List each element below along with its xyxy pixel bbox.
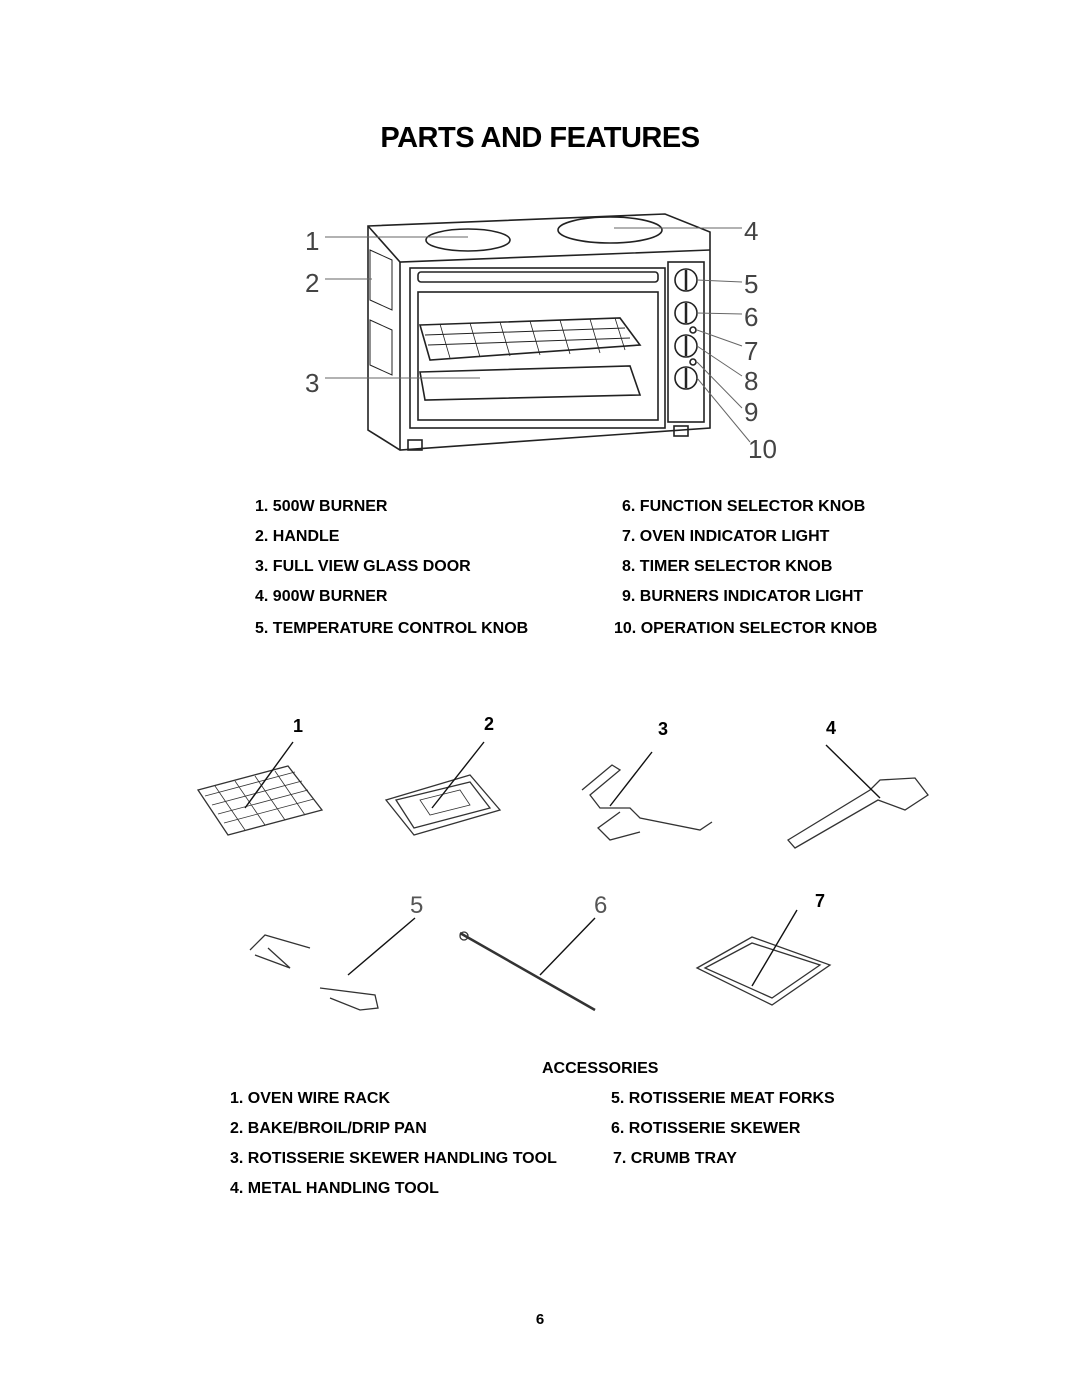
callout-1: 1	[305, 226, 320, 256]
metal-handling-tool-drawing	[787, 777, 929, 849]
oven-body	[367, 213, 711, 451]
part-1: 1. 500W BURNER	[255, 498, 388, 515]
accessory-callout-4: 4	[826, 718, 837, 738]
drip-tray	[419, 365, 642, 401]
part-7: 7. OVEN INDICATOR LIGHT	[622, 528, 830, 545]
accessory-callout-5: 5	[410, 892, 424, 919]
burner-900w	[557, 216, 663, 244]
rotisserie-skewer-drawing	[459, 931, 596, 1012]
meat-fork-b	[319, 987, 379, 1011]
accessory-callout-7: 7	[815, 891, 826, 911]
burners-indicator-light	[689, 358, 697, 366]
glass-door	[409, 267, 666, 429]
part-3: 3. FULL VIEW GLASS DOOR	[255, 558, 471, 575]
skewer-handling-tool-drawing	[581, 764, 713, 841]
part-4: 4. 900W BURNER	[255, 588, 388, 605]
accessory-callout-6: 6	[594, 892, 608, 919]
callout-10: 10	[748, 434, 777, 464]
door-handle	[417, 271, 659, 283]
accessory-callout-1: 1	[293, 716, 304, 736]
callout-9: 9	[744, 397, 759, 427]
accessory-callout-3: 3	[658, 719, 669, 739]
meat-fork-a	[249, 934, 311, 969]
accessories-heading: ACCESSORIES	[542, 1060, 659, 1077]
part-5: 5. TEMPERATURE CONTROL KNOB	[255, 620, 529, 637]
part-6: 6. FUNCTION SELECTOR KNOB	[622, 498, 866, 515]
callout-2: 2	[305, 268, 320, 298]
drip-pan-drawing	[384, 774, 502, 836]
callout-3: 3	[305, 368, 320, 398]
control-panel	[667, 261, 705, 423]
crumb-tray-drawing	[695, 936, 832, 1006]
part-9: 9. BURNERS INDICATOR LIGHT	[622, 588, 864, 605]
part-10: 10. OPERATION SELECTOR KNOB	[614, 620, 878, 637]
accessory-5: 5. ROTISSERIE MEAT FORKS	[611, 1090, 835, 1107]
oven-wire-rack-drawing	[196, 765, 324, 836]
callout-8: 8	[744, 366, 759, 396]
accessory-2: 2. BAKE/BROIL/DRIP PAN	[230, 1120, 427, 1137]
page-title: PARTS AND FEATURES	[380, 122, 700, 154]
burner-500w	[425, 228, 511, 252]
callout-7: 7	[744, 336, 759, 366]
accessory-6: 6. ROTISSERIE SKEWER	[611, 1120, 801, 1137]
accessory-3: 3. ROTISSERIE SKEWER HANDLING TOOL	[230, 1150, 557, 1167]
oven-indicator-light	[689, 326, 697, 334]
accessory-1: 1. OVEN WIRE RACK	[230, 1090, 391, 1107]
part-8: 8. TIMER SELECTOR KNOB	[622, 558, 833, 575]
accessory-callout-2: 2	[484, 714, 495, 734]
callout-6: 6	[744, 302, 759, 332]
callout-5: 5	[744, 269, 759, 299]
accessory-7: 7. CRUMB TRAY	[613, 1150, 737, 1167]
page-number: 6	[535, 1311, 545, 1328]
callout-4: 4	[744, 216, 759, 246]
accessory-4: 4. METAL HANDLING TOOL	[230, 1180, 439, 1197]
wire-rack	[418, 317, 642, 361]
part-2: 2. HANDLE	[255, 528, 340, 545]
